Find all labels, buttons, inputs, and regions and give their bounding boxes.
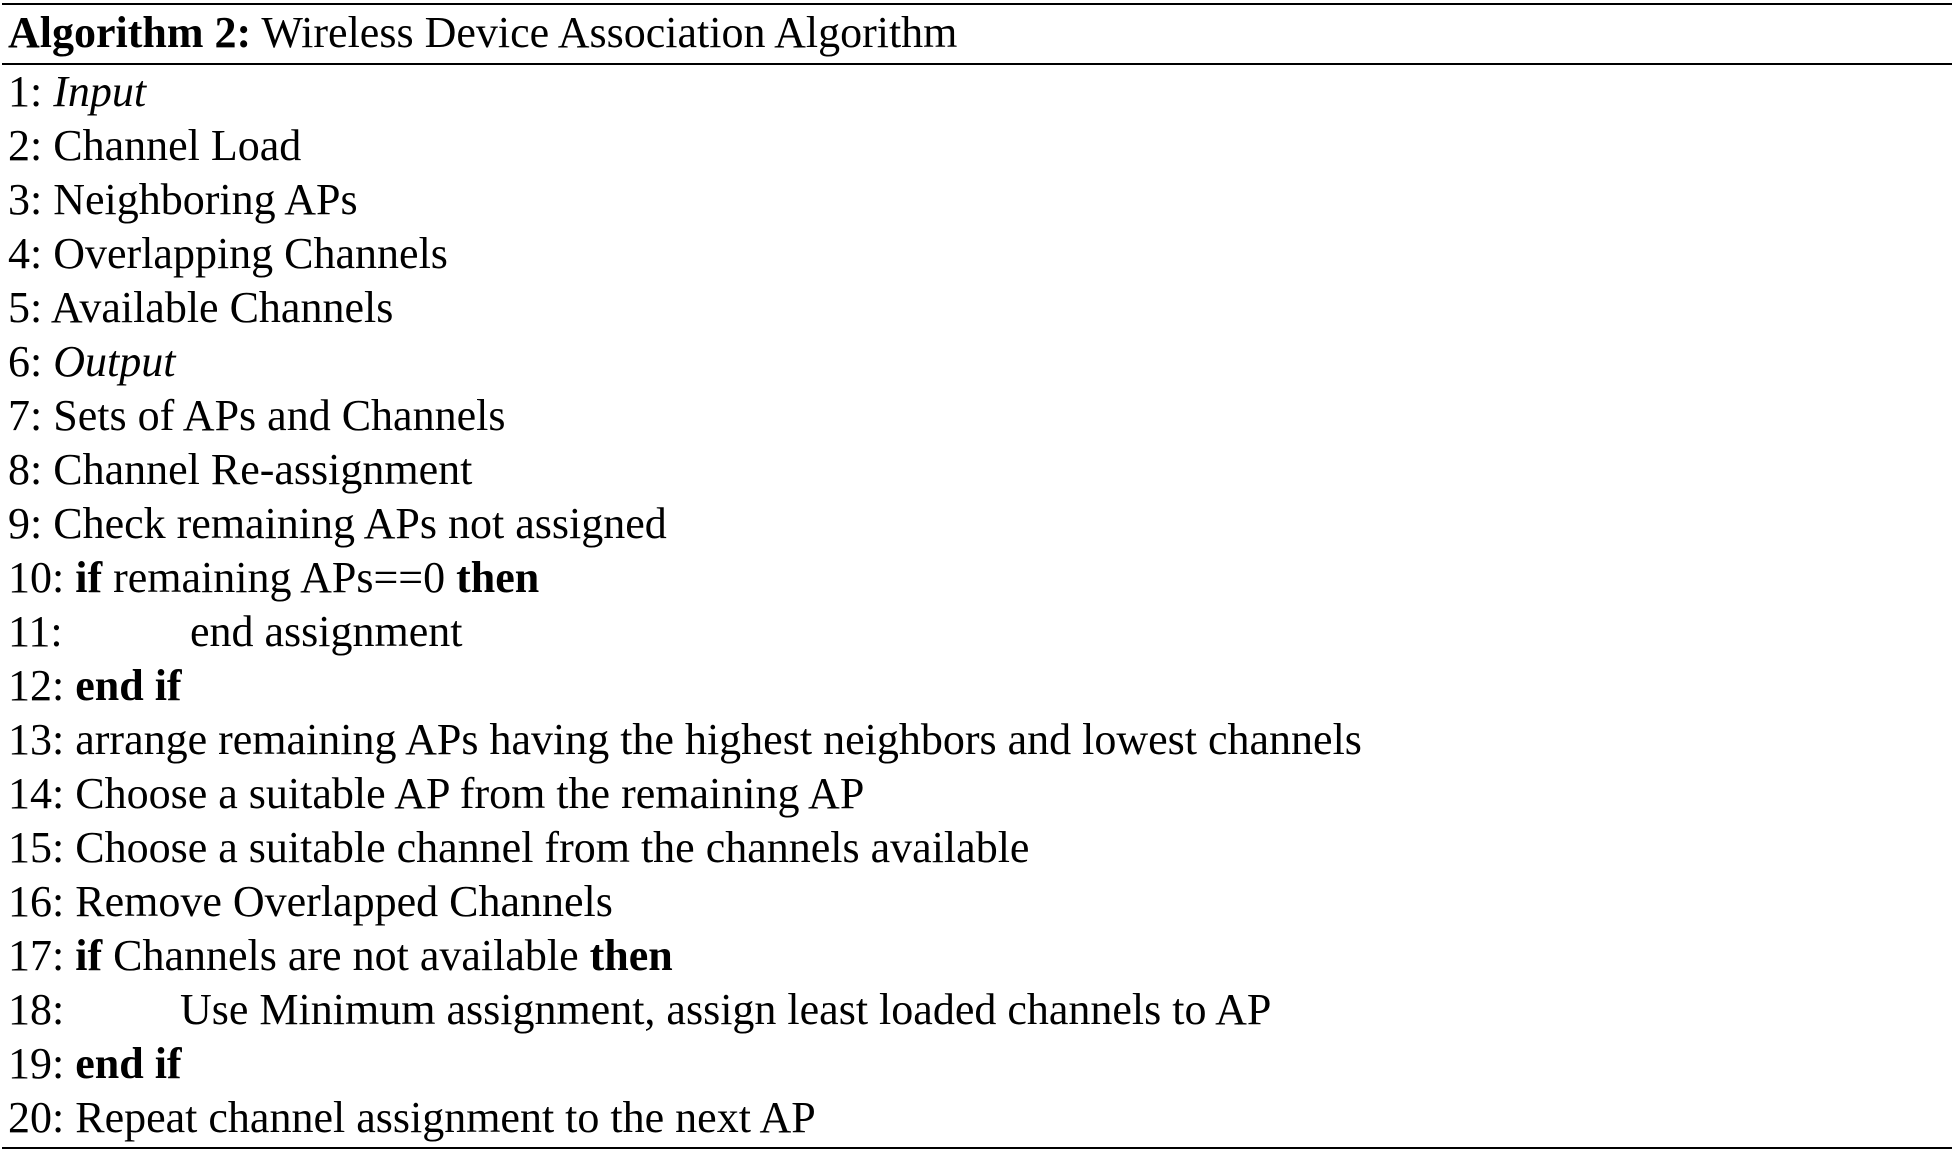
algorithm-line-10: 10: if remaining APs==0 then bbox=[8, 551, 1948, 605]
line-number: 9: bbox=[8, 499, 43, 548]
keyword-then: then bbox=[589, 931, 673, 980]
line-number: 5: bbox=[8, 283, 43, 332]
line-text: Channel Re-assignment bbox=[53, 445, 473, 494]
line-text: Channel Load bbox=[53, 121, 302, 170]
algorithm-line-7: 7: Sets of APs and Channels bbox=[8, 389, 1948, 443]
line-number: 12: bbox=[8, 661, 65, 710]
line-text: end assignment bbox=[190, 607, 463, 656]
line-text: Sets of APs and Channels bbox=[53, 391, 506, 440]
algorithm-line-19: 19: end if bbox=[8, 1037, 1948, 1091]
keyword-if: if bbox=[75, 931, 103, 980]
bottom-rule bbox=[2, 1147, 1952, 1149]
algorithm-line-12: 12: end if bbox=[8, 659, 1948, 713]
line-number: 11: bbox=[8, 607, 63, 656]
line-text: Check remaining APs not assigned bbox=[53, 499, 667, 548]
algorithm-line-1: 1: Input bbox=[8, 65, 1948, 119]
algorithm-line-5: 5: Available Channels bbox=[8, 281, 1948, 335]
line-text: Overlapping Channels bbox=[53, 229, 448, 278]
algorithm-lines: 1: Input 2: Channel Load 3: Neighboring … bbox=[8, 65, 1948, 1145]
algorithm-line-4: 4: Overlapping Channels bbox=[8, 227, 1948, 281]
algorithm-line-11: 11: end assignment bbox=[8, 605, 1948, 659]
keyword-if: if bbox=[75, 553, 103, 602]
algorithm-line-8: 8: Channel Re-assignment bbox=[8, 443, 1948, 497]
line-text: Available Channels bbox=[50, 283, 394, 332]
algorithm-line-9: 9: Check remaining APs not assigned bbox=[8, 497, 1948, 551]
keyword-then: then bbox=[456, 553, 540, 602]
algorithm-line-2: 2: Channel Load bbox=[8, 119, 1948, 173]
line-number: 6: bbox=[8, 337, 43, 386]
line-number: 15: bbox=[8, 823, 65, 872]
line-number: 20: bbox=[8, 1093, 65, 1142]
line-number: 18: bbox=[8, 985, 65, 1034]
line-text: remaining APs==0 bbox=[113, 553, 446, 602]
algorithm-line-16: 16: Remove Overlapped Channels bbox=[8, 875, 1948, 929]
algorithm-line-13: 13: arrange remaining APs having the hig… bbox=[8, 713, 1948, 767]
line-text: Remove Overlapped Channels bbox=[75, 877, 613, 926]
algorithm-line-20: 20: Repeat channel assignment to the nex… bbox=[8, 1091, 1948, 1145]
algorithm-label: Algorithm 2: bbox=[8, 8, 252, 57]
keyword-end-if: end if bbox=[75, 661, 182, 710]
line-number: 1: bbox=[8, 67, 43, 116]
line-text: Neighboring APs bbox=[53, 175, 358, 224]
line-text: Choose a suitable channel from the chann… bbox=[75, 823, 1030, 872]
line-number: 3: bbox=[8, 175, 43, 224]
line-number: 14: bbox=[8, 769, 65, 818]
algorithm-line-14: 14: Choose a suitable AP from the remain… bbox=[8, 767, 1948, 821]
algorithm-line-6: 6: Output bbox=[8, 335, 1948, 389]
line-text: Input bbox=[53, 67, 147, 116]
line-number: 7: bbox=[8, 391, 43, 440]
line-number: 13: bbox=[8, 715, 65, 764]
line-text: Use Minimum assignment, assign least loa… bbox=[180, 985, 1272, 1034]
line-text: Channels are not available bbox=[113, 931, 579, 980]
algorithm-title: Wireless Device Association Algorithm bbox=[261, 8, 958, 57]
line-number: 16: bbox=[8, 877, 65, 926]
algorithm-line-17: 17: if Channels are not available then bbox=[8, 929, 1948, 983]
top-rule bbox=[2, 3, 1952, 5]
algorithm-line-3: 3: Neighboring APs bbox=[8, 173, 1948, 227]
line-text: Choose a suitable AP from the remaining … bbox=[75, 769, 865, 818]
line-number: 4: bbox=[8, 229, 43, 278]
caption-rule bbox=[2, 63, 1952, 65]
line-number: 10: bbox=[8, 553, 65, 602]
algorithm-line-15: 15: Choose a suitable channel from the c… bbox=[8, 821, 1948, 875]
algorithm-line-18: 18: Use Minimum assignment, assign least… bbox=[8, 983, 1948, 1037]
line-text: arrange remaining APs having the highest… bbox=[75, 715, 1362, 764]
line-number: 8: bbox=[8, 445, 43, 494]
line-number: 17: bbox=[8, 931, 65, 980]
algorithm-caption: Algorithm 2: Wireless Device Association… bbox=[8, 4, 957, 62]
line-number: 19: bbox=[8, 1039, 65, 1088]
line-number: 2: bbox=[8, 121, 43, 170]
keyword-end-if: end if bbox=[75, 1039, 182, 1088]
line-text: Output bbox=[53, 337, 176, 386]
line-text: Repeat channel assignment to the next AP bbox=[75, 1093, 816, 1142]
